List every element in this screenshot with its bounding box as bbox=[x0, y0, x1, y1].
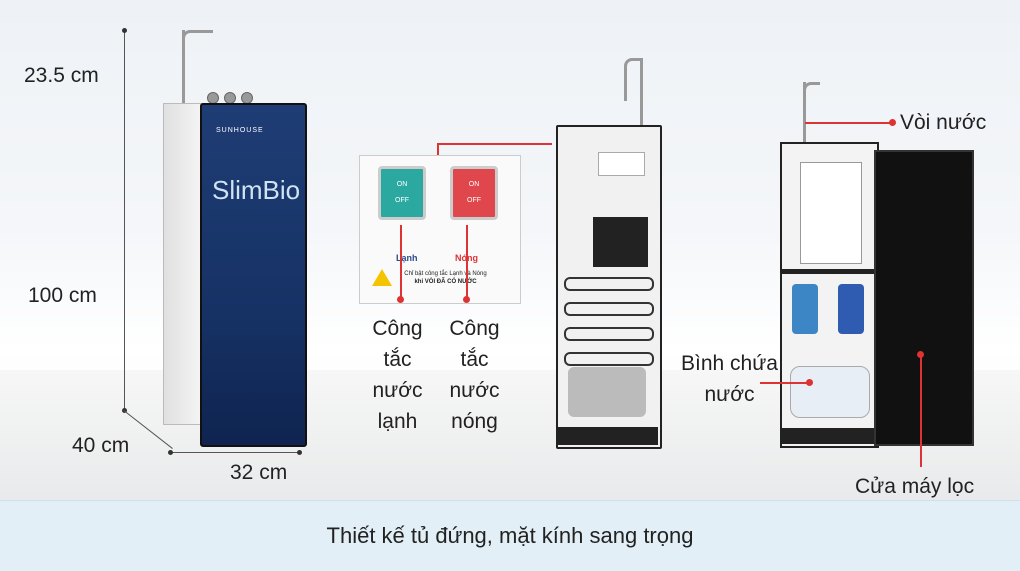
back-panel bbox=[556, 125, 662, 449]
tap-icon bbox=[624, 58, 643, 101]
callout-text: lạnh bbox=[377, 410, 418, 433]
tap-stem bbox=[640, 58, 643, 126]
condenser-coil bbox=[564, 302, 654, 316]
base bbox=[780, 428, 875, 444]
control-box bbox=[593, 217, 648, 267]
cold-switch-callout: Công tắc nước lạnh bbox=[360, 313, 435, 437]
cold-switch: ON OFF bbox=[378, 166, 426, 220]
callout-text: tắc bbox=[460, 348, 489, 371]
switch-on-text: ON bbox=[396, 181, 408, 188]
model-logo: SlimBio bbox=[212, 175, 301, 205]
callout-dot bbox=[917, 351, 924, 358]
callout-text: Bình chứa bbox=[681, 352, 778, 375]
warning-icon bbox=[372, 269, 392, 286]
callout-line bbox=[400, 225, 402, 300]
callout-text: nóng bbox=[451, 410, 498, 433]
tap-stem bbox=[803, 82, 806, 144]
switch-off-text: OFF bbox=[467, 197, 481, 204]
compressor bbox=[568, 367, 646, 417]
callout-line bbox=[437, 143, 439, 155]
dimension-dot bbox=[297, 450, 302, 455]
brand-logo: SUNHOUSE bbox=[216, 127, 264, 134]
callout-line bbox=[437, 143, 552, 145]
water-tank bbox=[790, 366, 870, 418]
callout-text: nước bbox=[372, 379, 423, 402]
callout-text: Công bbox=[449, 317, 500, 340]
cabinet-interior bbox=[780, 142, 879, 448]
tap-stem bbox=[182, 30, 185, 105]
callout-text: nước bbox=[704, 383, 755, 406]
filter-door bbox=[874, 150, 974, 446]
caption-text: Thiết kế tủ đứng, mặt kính sang trọng bbox=[326, 523, 694, 548]
hot-switch: ON OFF bbox=[450, 166, 498, 220]
switch-note-line2: khi VÒI ĐÃ CÓ NƯỚC bbox=[414, 279, 477, 285]
switch-on-text: ON bbox=[468, 181, 480, 188]
condenser-coil bbox=[564, 327, 654, 341]
switch-panel-detail: ON OFF ON OFF Lạnh Nóng Chỉ bật công tắc… bbox=[359, 155, 521, 304]
dimension-width: 32 cm bbox=[230, 461, 288, 484]
cabinet-shelf bbox=[782, 269, 877, 274]
condenser-coil bbox=[564, 352, 654, 366]
caption-bar: Thiết kế tủ đứng, mặt kính sang trọng bbox=[0, 500, 1020, 571]
switch-note-line1: Chỉ bật công tắc Lạnh và Nóng bbox=[404, 271, 487, 277]
hot-switch-callout: Công tắc nước nóng bbox=[437, 313, 512, 437]
callout-line bbox=[760, 382, 810, 384]
width-dimension-line bbox=[170, 452, 300, 453]
callout-dot bbox=[889, 119, 896, 126]
callout-line bbox=[805, 122, 893, 124]
condenser-coil bbox=[564, 277, 654, 291]
product-image-stage: 23.5 cm 100 cm 40 cm 32 cm SUNHOUSE Slim… bbox=[0, 0, 1020, 500]
door-callout: Cửa máy lọc bbox=[855, 475, 975, 498]
filter-cartridge bbox=[838, 284, 864, 334]
filter-cartridge bbox=[792, 284, 818, 334]
callout-text: nước bbox=[449, 379, 500, 402]
callout-dot bbox=[463, 296, 470, 303]
manual-sticker bbox=[800, 162, 862, 264]
switch-off-text: OFF bbox=[395, 197, 409, 204]
callout-line bbox=[920, 355, 922, 467]
callout-dot bbox=[397, 296, 404, 303]
callout-line bbox=[466, 225, 468, 300]
label-sticker bbox=[598, 152, 645, 176]
dimension-depth: 40 cm bbox=[72, 434, 130, 457]
dimension-dot bbox=[122, 28, 127, 33]
dimension-tap-height: 23.5 cm bbox=[24, 64, 99, 87]
height-dimension-line bbox=[124, 30, 125, 410]
callout-text: Công bbox=[372, 317, 423, 340]
callout-dot bbox=[806, 379, 813, 386]
dimension-dot bbox=[168, 450, 173, 455]
cold-label: Lạnh bbox=[396, 253, 418, 263]
dimension-body-height: 100 cm bbox=[28, 284, 97, 307]
callout-text: tắc bbox=[383, 348, 412, 371]
tank-callout: Bình chứa nước bbox=[672, 348, 787, 410]
purifier-glass-front: SUNHOUSE SlimBio bbox=[200, 103, 307, 447]
base bbox=[556, 427, 658, 445]
tap-icon bbox=[182, 30, 213, 88]
tap-callout: Vòi nước bbox=[900, 111, 987, 134]
